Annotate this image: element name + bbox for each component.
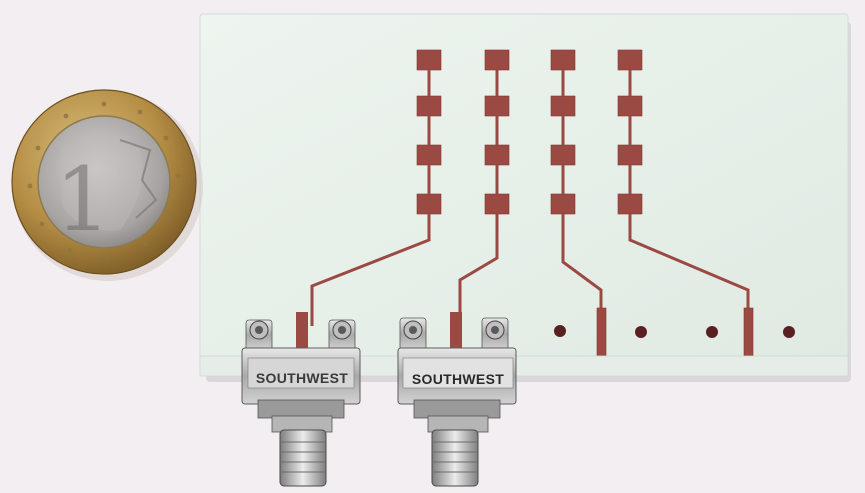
antenna-array xyxy=(310,49,754,357)
patch xyxy=(416,193,442,215)
patch xyxy=(550,49,576,71)
mounting-hole xyxy=(635,326,647,338)
patch xyxy=(484,193,510,215)
feed-line xyxy=(310,70,431,326)
patch xyxy=(416,144,442,166)
antenna-column-2 xyxy=(458,49,510,326)
patch xyxy=(617,193,643,215)
patch xyxy=(416,95,442,117)
feed-line xyxy=(628,70,750,312)
connector-label-2: SOUTHWEST xyxy=(411,371,505,387)
patch xyxy=(550,193,576,215)
mounting-hole xyxy=(783,326,795,338)
feed-pad xyxy=(596,307,607,357)
euro-coin-icon xyxy=(11,89,203,281)
feed-pad xyxy=(743,307,754,357)
feed-line xyxy=(458,70,499,326)
patch xyxy=(484,95,510,117)
antenna-column-1 xyxy=(310,49,442,326)
sma-connector-1 xyxy=(241,312,361,487)
patch xyxy=(617,95,643,117)
patch xyxy=(617,49,643,71)
patch xyxy=(550,144,576,166)
antenna-column-4 xyxy=(617,49,754,357)
patch xyxy=(550,95,576,117)
patch xyxy=(484,144,510,166)
patch xyxy=(416,49,442,71)
mounting-hole xyxy=(706,326,718,338)
mounting-holes xyxy=(554,325,795,338)
coin-denomination: 1 xyxy=(55,148,111,251)
board-edge xyxy=(199,355,849,377)
connector-label-1: SOUTHWEST xyxy=(255,370,349,386)
patch xyxy=(617,144,643,166)
patch xyxy=(484,49,510,71)
mounting-hole xyxy=(554,325,566,337)
antenna-column-3 xyxy=(550,49,607,357)
sma-connector-2 xyxy=(397,312,517,487)
feed-line xyxy=(561,70,603,312)
